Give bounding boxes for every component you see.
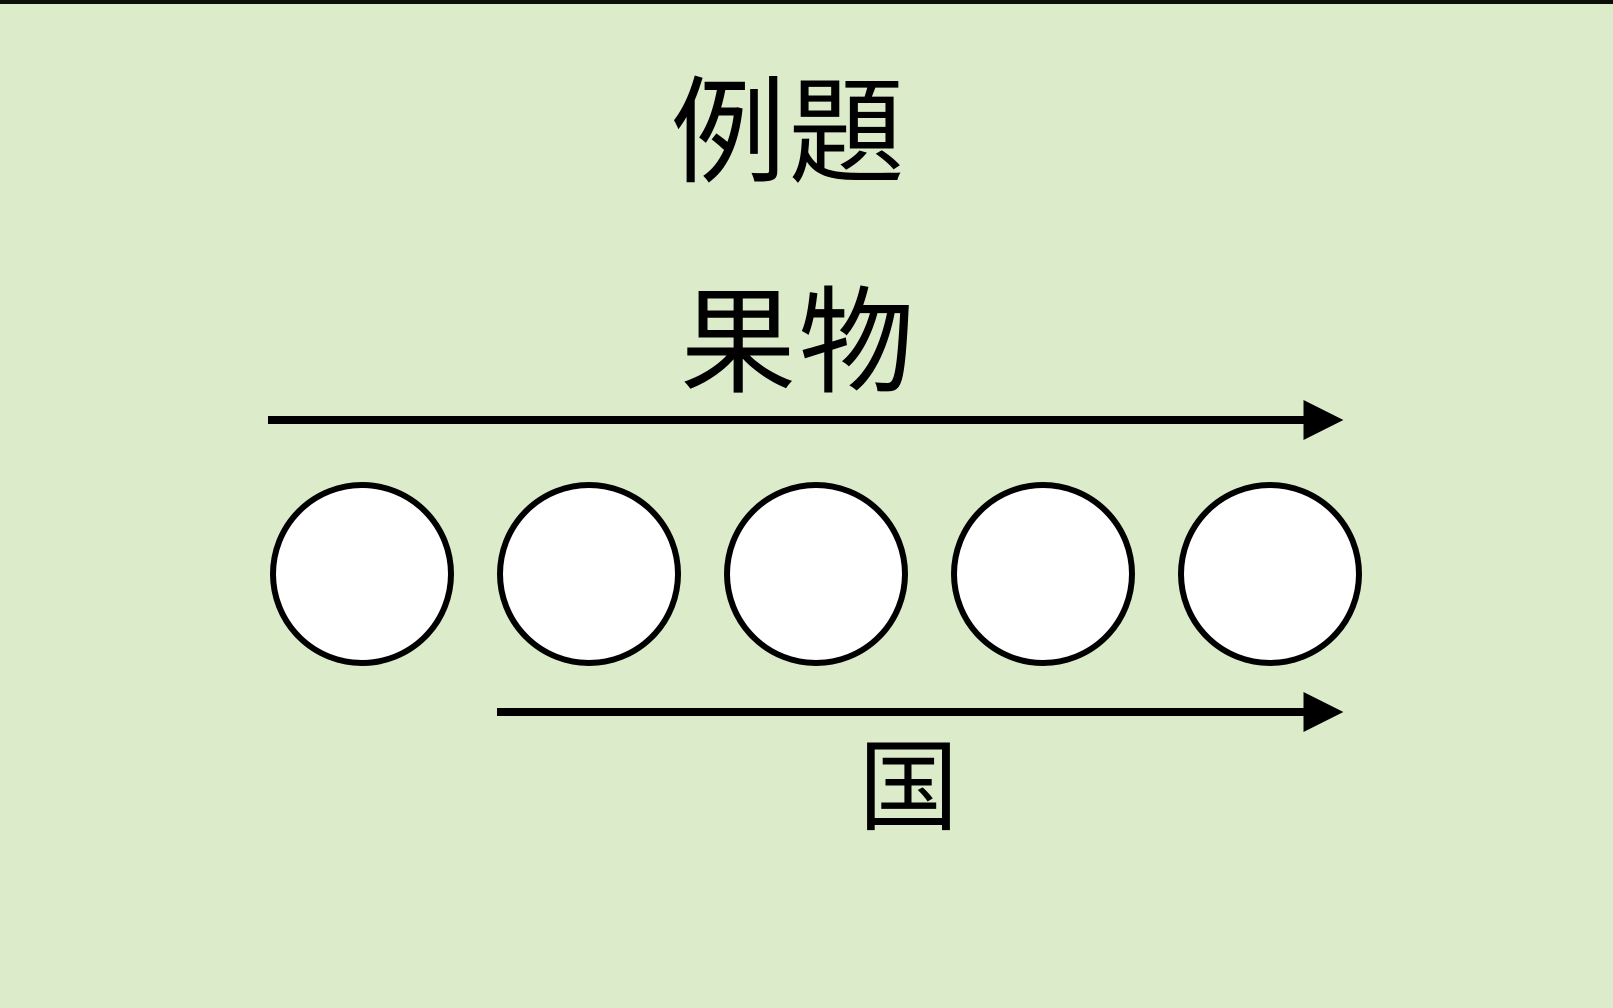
top-border-rule <box>0 0 1613 4</box>
circle-5[interactable] <box>1178 482 1362 666</box>
bottom-axis-label: 国 <box>858 729 961 846</box>
top-axis-label: 果物 <box>680 276 917 411</box>
circle-2[interactable] <box>497 482 681 666</box>
circle-1[interactable] <box>270 482 454 666</box>
page-title: 例題 <box>670 66 907 201</box>
circle-3[interactable] <box>724 482 908 666</box>
circle-4[interactable] <box>951 482 1135 666</box>
